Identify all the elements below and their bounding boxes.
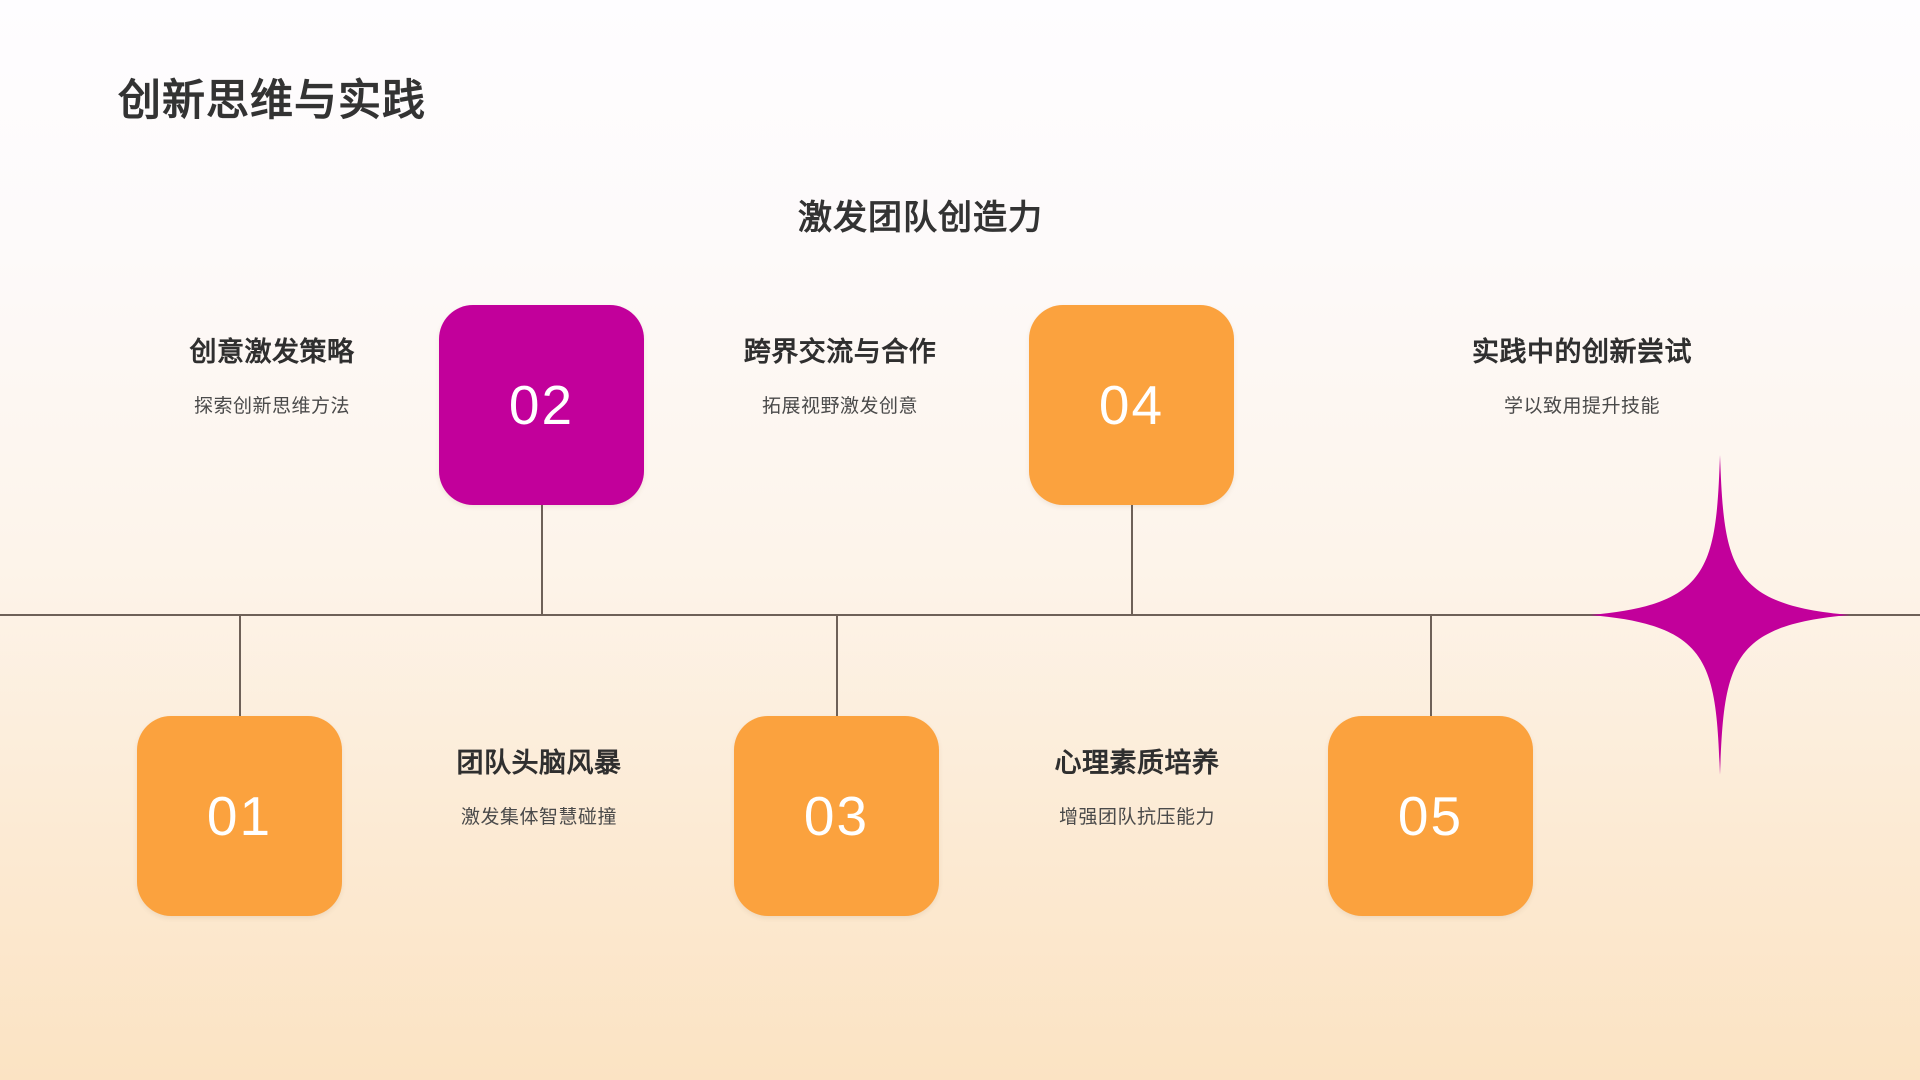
label-desc-02: 激发集体智慧碰撞 bbox=[460, 807, 617, 828]
timeline-node-05[interactable]: 05 bbox=[1328, 716, 1533, 916]
timeline-label-04: 心理素质培养 增强团队抗压能力 bbox=[987, 741, 1287, 829]
timeline-label-03: 跨界交流与合作 拓展视野激发创意 bbox=[690, 330, 990, 418]
connector-line-3 bbox=[836, 616, 838, 716]
label-desc-01: 探索创新思维方法 bbox=[193, 396, 350, 417]
node-number-02: 02 bbox=[508, 374, 575, 436]
timeline-label-05: 实践中的创新尝试 学以致用提升技能 bbox=[1432, 330, 1732, 418]
timeline-node-04[interactable]: 04 bbox=[1029, 305, 1234, 505]
node-number-03: 03 bbox=[803, 785, 870, 847]
timeline-node-02[interactable]: 02 bbox=[439, 305, 644, 505]
timeline-label-02: 团队头脑风暴 激发集体智慧碰撞 bbox=[389, 741, 689, 829]
label-title-03: 跨界交流与合作 bbox=[743, 337, 937, 367]
page-title: 创新思维与实践 bbox=[118, 77, 426, 125]
timeline-node-01[interactable]: 01 bbox=[137, 716, 342, 916]
node-number-01: 01 bbox=[206, 785, 273, 847]
section-subtitle: 激发团队创造力 bbox=[798, 199, 1043, 237]
timeline-axis bbox=[0, 614, 1920, 616]
connector-line-5 bbox=[1430, 616, 1432, 716]
timeline-label-01: 创意激发策略 探索创新思维方法 bbox=[122, 330, 422, 418]
label-desc-05: 学以致用提升技能 bbox=[1503, 396, 1660, 417]
label-desc-04: 增强团队抗压能力 bbox=[1058, 807, 1215, 828]
label-title-01: 创意激发策略 bbox=[189, 337, 355, 367]
timeline-node-03[interactable]: 03 bbox=[734, 716, 939, 916]
node-number-05: 05 bbox=[1397, 785, 1464, 847]
connector-line-2 bbox=[541, 505, 543, 615]
label-title-05: 实践中的创新尝试 bbox=[1472, 337, 1692, 367]
connector-line-4 bbox=[1131, 505, 1133, 615]
label-title-04: 心理素质培养 bbox=[1054, 748, 1220, 778]
label-desc-03: 拓展视野激发创意 bbox=[761, 396, 918, 417]
connector-line-1 bbox=[239, 616, 241, 716]
node-number-04: 04 bbox=[1098, 374, 1165, 436]
label-title-02: 团队头脑风暴 bbox=[456, 748, 622, 778]
